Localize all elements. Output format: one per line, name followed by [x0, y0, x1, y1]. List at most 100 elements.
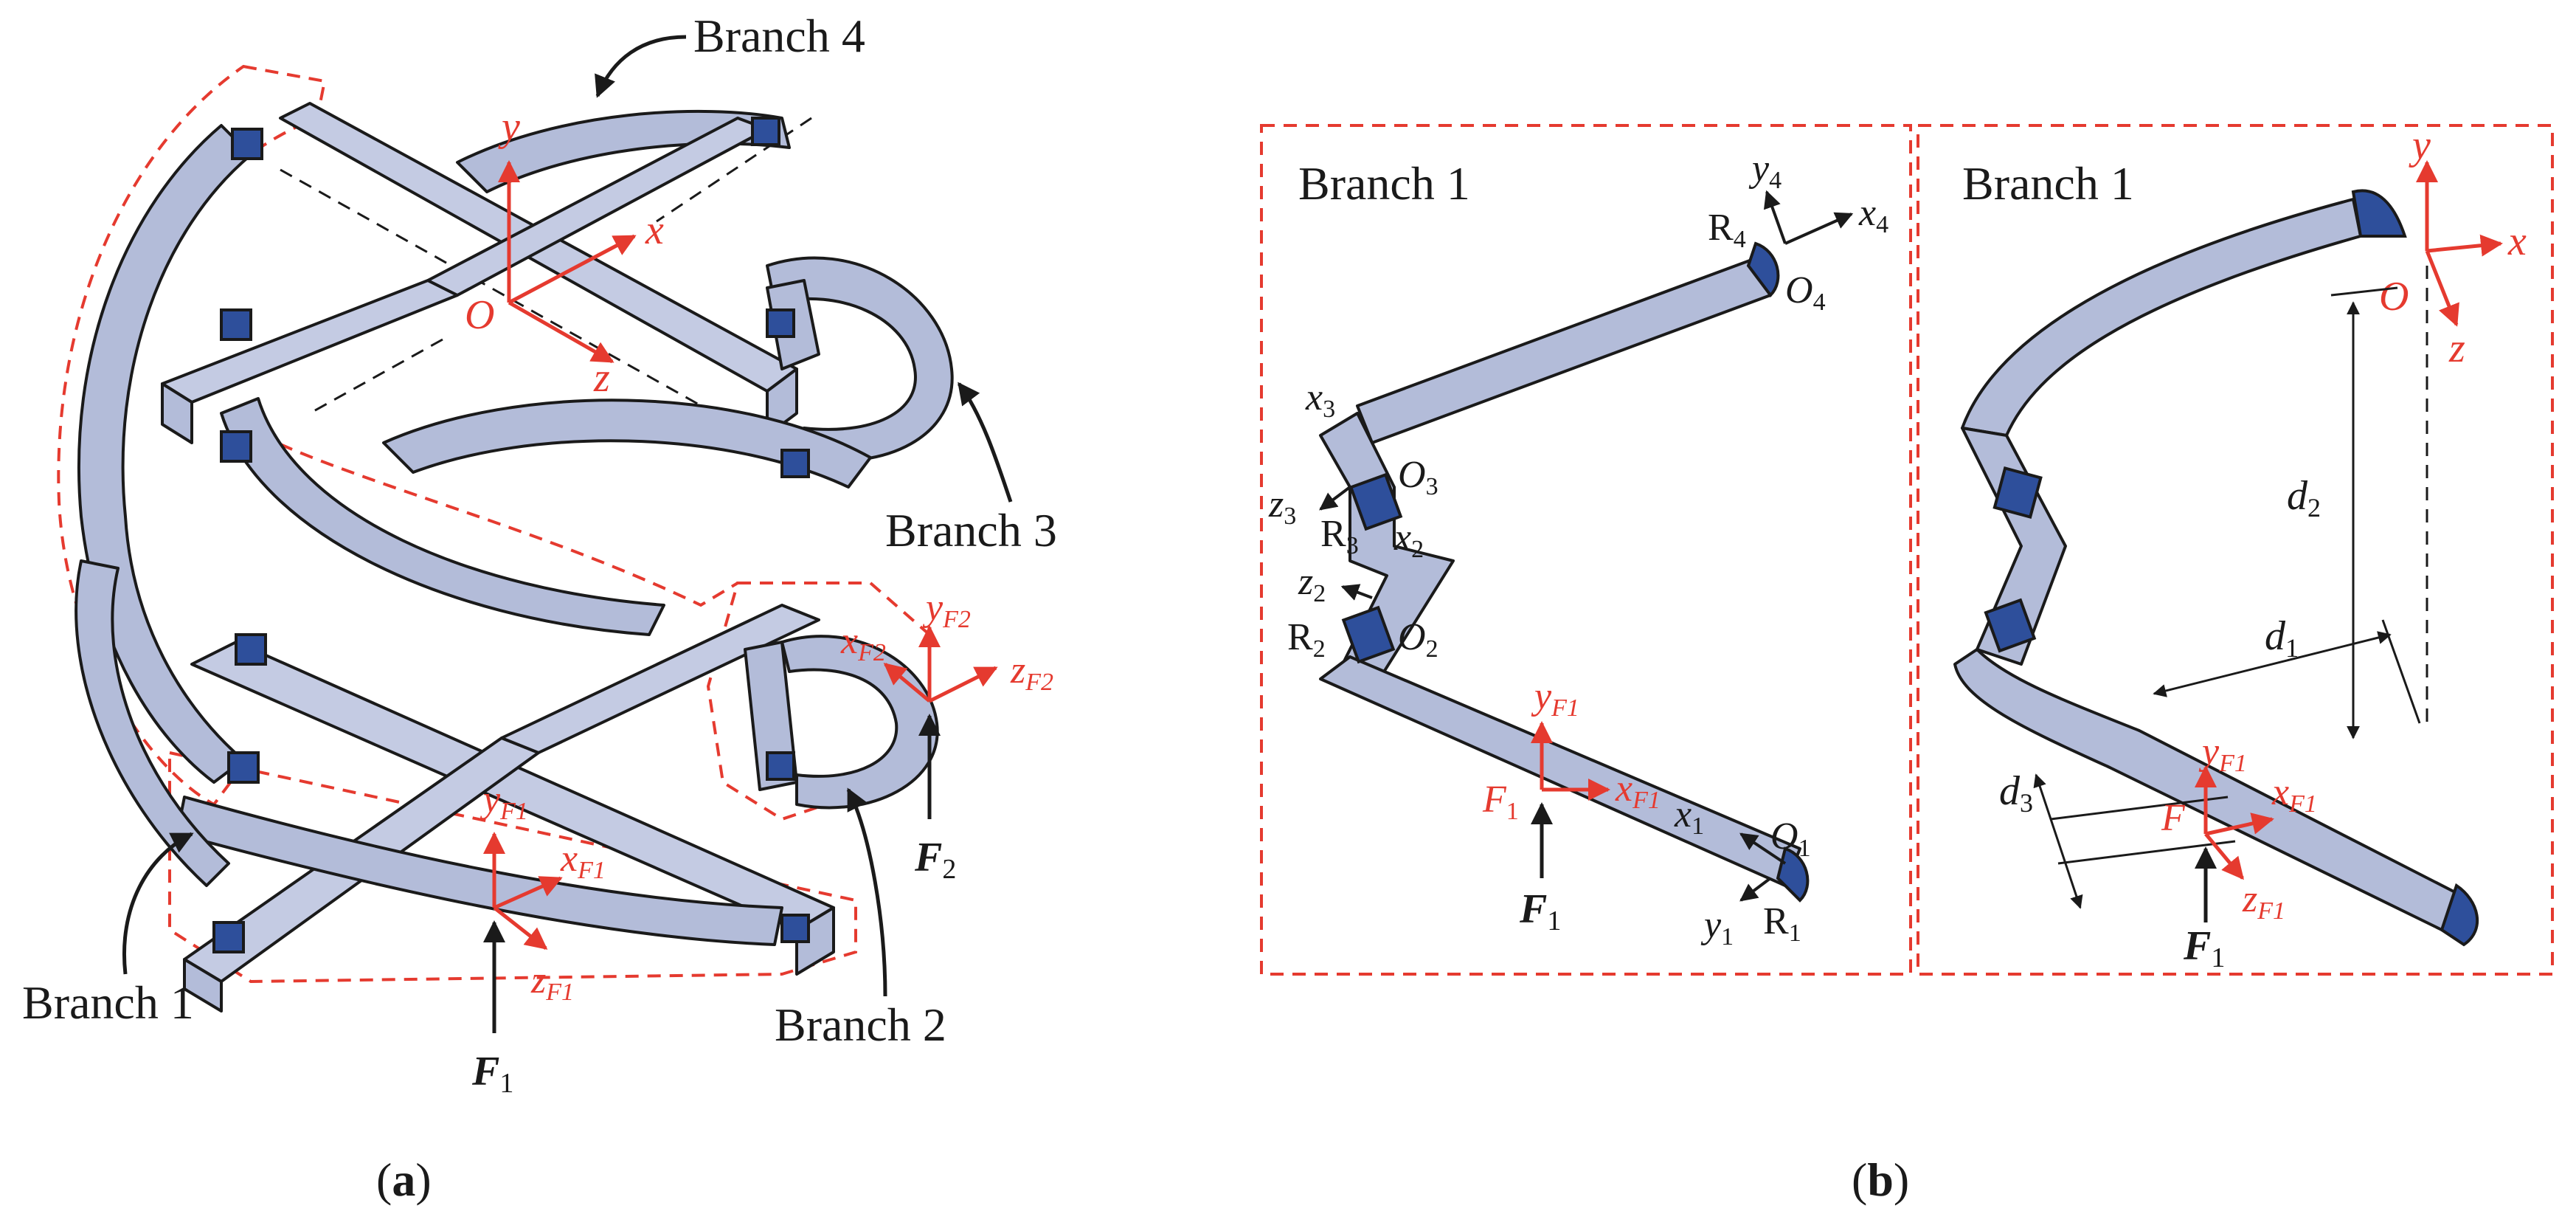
- yf1-label: yF1: [479, 779, 528, 825]
- x3-label: x3: [1305, 376, 1335, 423]
- hinge-3: [1348, 472, 1403, 531]
- panel-b-left-title: Branch 1: [1298, 157, 1470, 210]
- xf1-label: xF1: [560, 838, 606, 884]
- panel-b-right-title: Branch 1: [1962, 157, 2134, 210]
- panel-b-right-frame: [1917, 124, 2554, 976]
- zf1-label: zF1: [530, 959, 574, 1006]
- joint-right-top: [2351, 189, 2407, 238]
- d1-label: d1: [2265, 613, 2299, 663]
- hinge: [235, 633, 267, 666]
- upper-platform-short-side: [161, 382, 193, 444]
- r3-label: R3: [1320, 513, 1359, 559]
- lower-platform-upper-beam: [500, 604, 820, 754]
- force-f1-label-br: F1: [2183, 923, 2225, 973]
- yf1-label-b: yF1: [1531, 675, 1579, 722]
- zf1-label-br: zF1: [2242, 878, 2285, 925]
- caption-a: (a): [376, 1153, 432, 1206]
- hinge: [766, 308, 795, 338]
- branch-1-arc: [77, 124, 252, 784]
- zf2-label: zF2: [1010, 649, 1053, 696]
- x4-label: x4: [1858, 192, 1888, 238]
- r4-label: R4: [1708, 207, 1746, 253]
- branch-2-label: Branch 2: [775, 998, 946, 1051]
- axis-zf1-line: [493, 906, 548, 950]
- panel-a: y x z O yF1 xF1 zF1 yF2 xF2 zF2 F1 F2 Br…: [22, 10, 1057, 1206]
- caption-b: (b): [1852, 1153, 1909, 1206]
- lower-platform-side: [183, 958, 223, 1013]
- x2-label: x2: [1393, 517, 1424, 563]
- branch-3-body-arc: [220, 397, 665, 636]
- hinge: [780, 449, 810, 478]
- hidden-edge: [309, 338, 443, 415]
- panel-b-left-frame: [1260, 124, 1912, 976]
- axis-zf2-line: [928, 666, 998, 703]
- xf2-label: xF2: [840, 620, 886, 666]
- axis-xf1-line: [493, 876, 563, 910]
- x1-label: x1: [1674, 793, 1704, 840]
- origin-label: O: [465, 292, 494, 338]
- f1-red-label-b: F1: [1482, 779, 1519, 825]
- axis-x-line: [508, 234, 637, 305]
- hinge-right-upper: [1992, 466, 2043, 519]
- axis-z-label: z: [593, 355, 610, 401]
- axis-x-label: x: [645, 207, 664, 253]
- branch-4-label: Branch 4: [693, 10, 865, 62]
- axis-y-label-b: y: [2409, 123, 2431, 168]
- branch-4-pointer: [595, 35, 687, 98]
- o2-label: O2: [1398, 616, 1438, 663]
- o4-label: O4: [1785, 269, 1826, 316]
- joint-4: [1746, 241, 1780, 298]
- z2-label: z2: [1298, 561, 1326, 607]
- branch-1-pointer: [122, 832, 194, 975]
- right-middle-link: [1961, 427, 2067, 666]
- d3-label: d3: [1999, 768, 2033, 818]
- y4-label: y4: [1748, 148, 1782, 194]
- xf1-label-b: xF1: [1615, 768, 1661, 814]
- branch-3-pointer: [957, 382, 1013, 503]
- hinge-right-lower: [1984, 598, 2037, 653]
- d2-label: d2: [2287, 473, 2321, 522]
- yf1-label-br: yF1: [2198, 731, 2247, 777]
- axis-x-label-b: x: [2507, 218, 2527, 264]
- force-f1-label-b: F1: [1519, 886, 1561, 936]
- upper-platform-cross-beam: [161, 279, 459, 404]
- origin-label-b: O: [2379, 274, 2409, 320]
- curved-upper-beam: [1961, 198, 2362, 437]
- branch-1-lower-left-arc: [75, 559, 230, 887]
- axis-z-label-b: z: [2448, 325, 2465, 371]
- hinge: [220, 430, 252, 463]
- axis-y-label: y: [498, 104, 520, 150]
- hidden-edge: [280, 168, 768, 444]
- f-red-label-br: F: [2161, 797, 2186, 839]
- panel-b-right: Branch 1 y x z O d2 d1 d3: [1852, 123, 2554, 1206]
- hinge-2: [1341, 605, 1396, 664]
- joint-1: [1776, 846, 1810, 903]
- branch-3-label: Branch 3: [885, 504, 1057, 556]
- bottom-beam: [1319, 655, 1801, 887]
- branch-1-label: Branch 1: [22, 976, 194, 1029]
- branch-1-lower-outline: [168, 751, 857, 984]
- middle-ring-arc: [382, 399, 872, 489]
- branch-2-pointer: [846, 787, 887, 997]
- hinge: [780, 914, 810, 943]
- yf2-label: yF2: [922, 587, 971, 633]
- z3-label: z3: [1268, 483, 1296, 530]
- branch-4-arc: [456, 109, 791, 193]
- hinge: [212, 921, 245, 953]
- hinge: [231, 128, 263, 160]
- hinge: [220, 308, 252, 341]
- r1-label: R1: [1763, 900, 1801, 947]
- o1-label: O1: [1770, 815, 1811, 862]
- top-beam: [1356, 257, 1772, 444]
- force-f1-label: F1: [471, 1049, 513, 1099]
- xf1-label-br: xF1: [2271, 771, 2317, 818]
- hinge: [751, 117, 780, 146]
- axis-xf2-line: [883, 663, 931, 703]
- hinge: [766, 751, 795, 781]
- y1-label: y1: [1700, 904, 1734, 951]
- joint-right-bottom: [2440, 883, 2479, 947]
- hinge: [227, 751, 260, 784]
- axis-z-line: [508, 300, 614, 364]
- force-f2-label: F2: [914, 835, 956, 885]
